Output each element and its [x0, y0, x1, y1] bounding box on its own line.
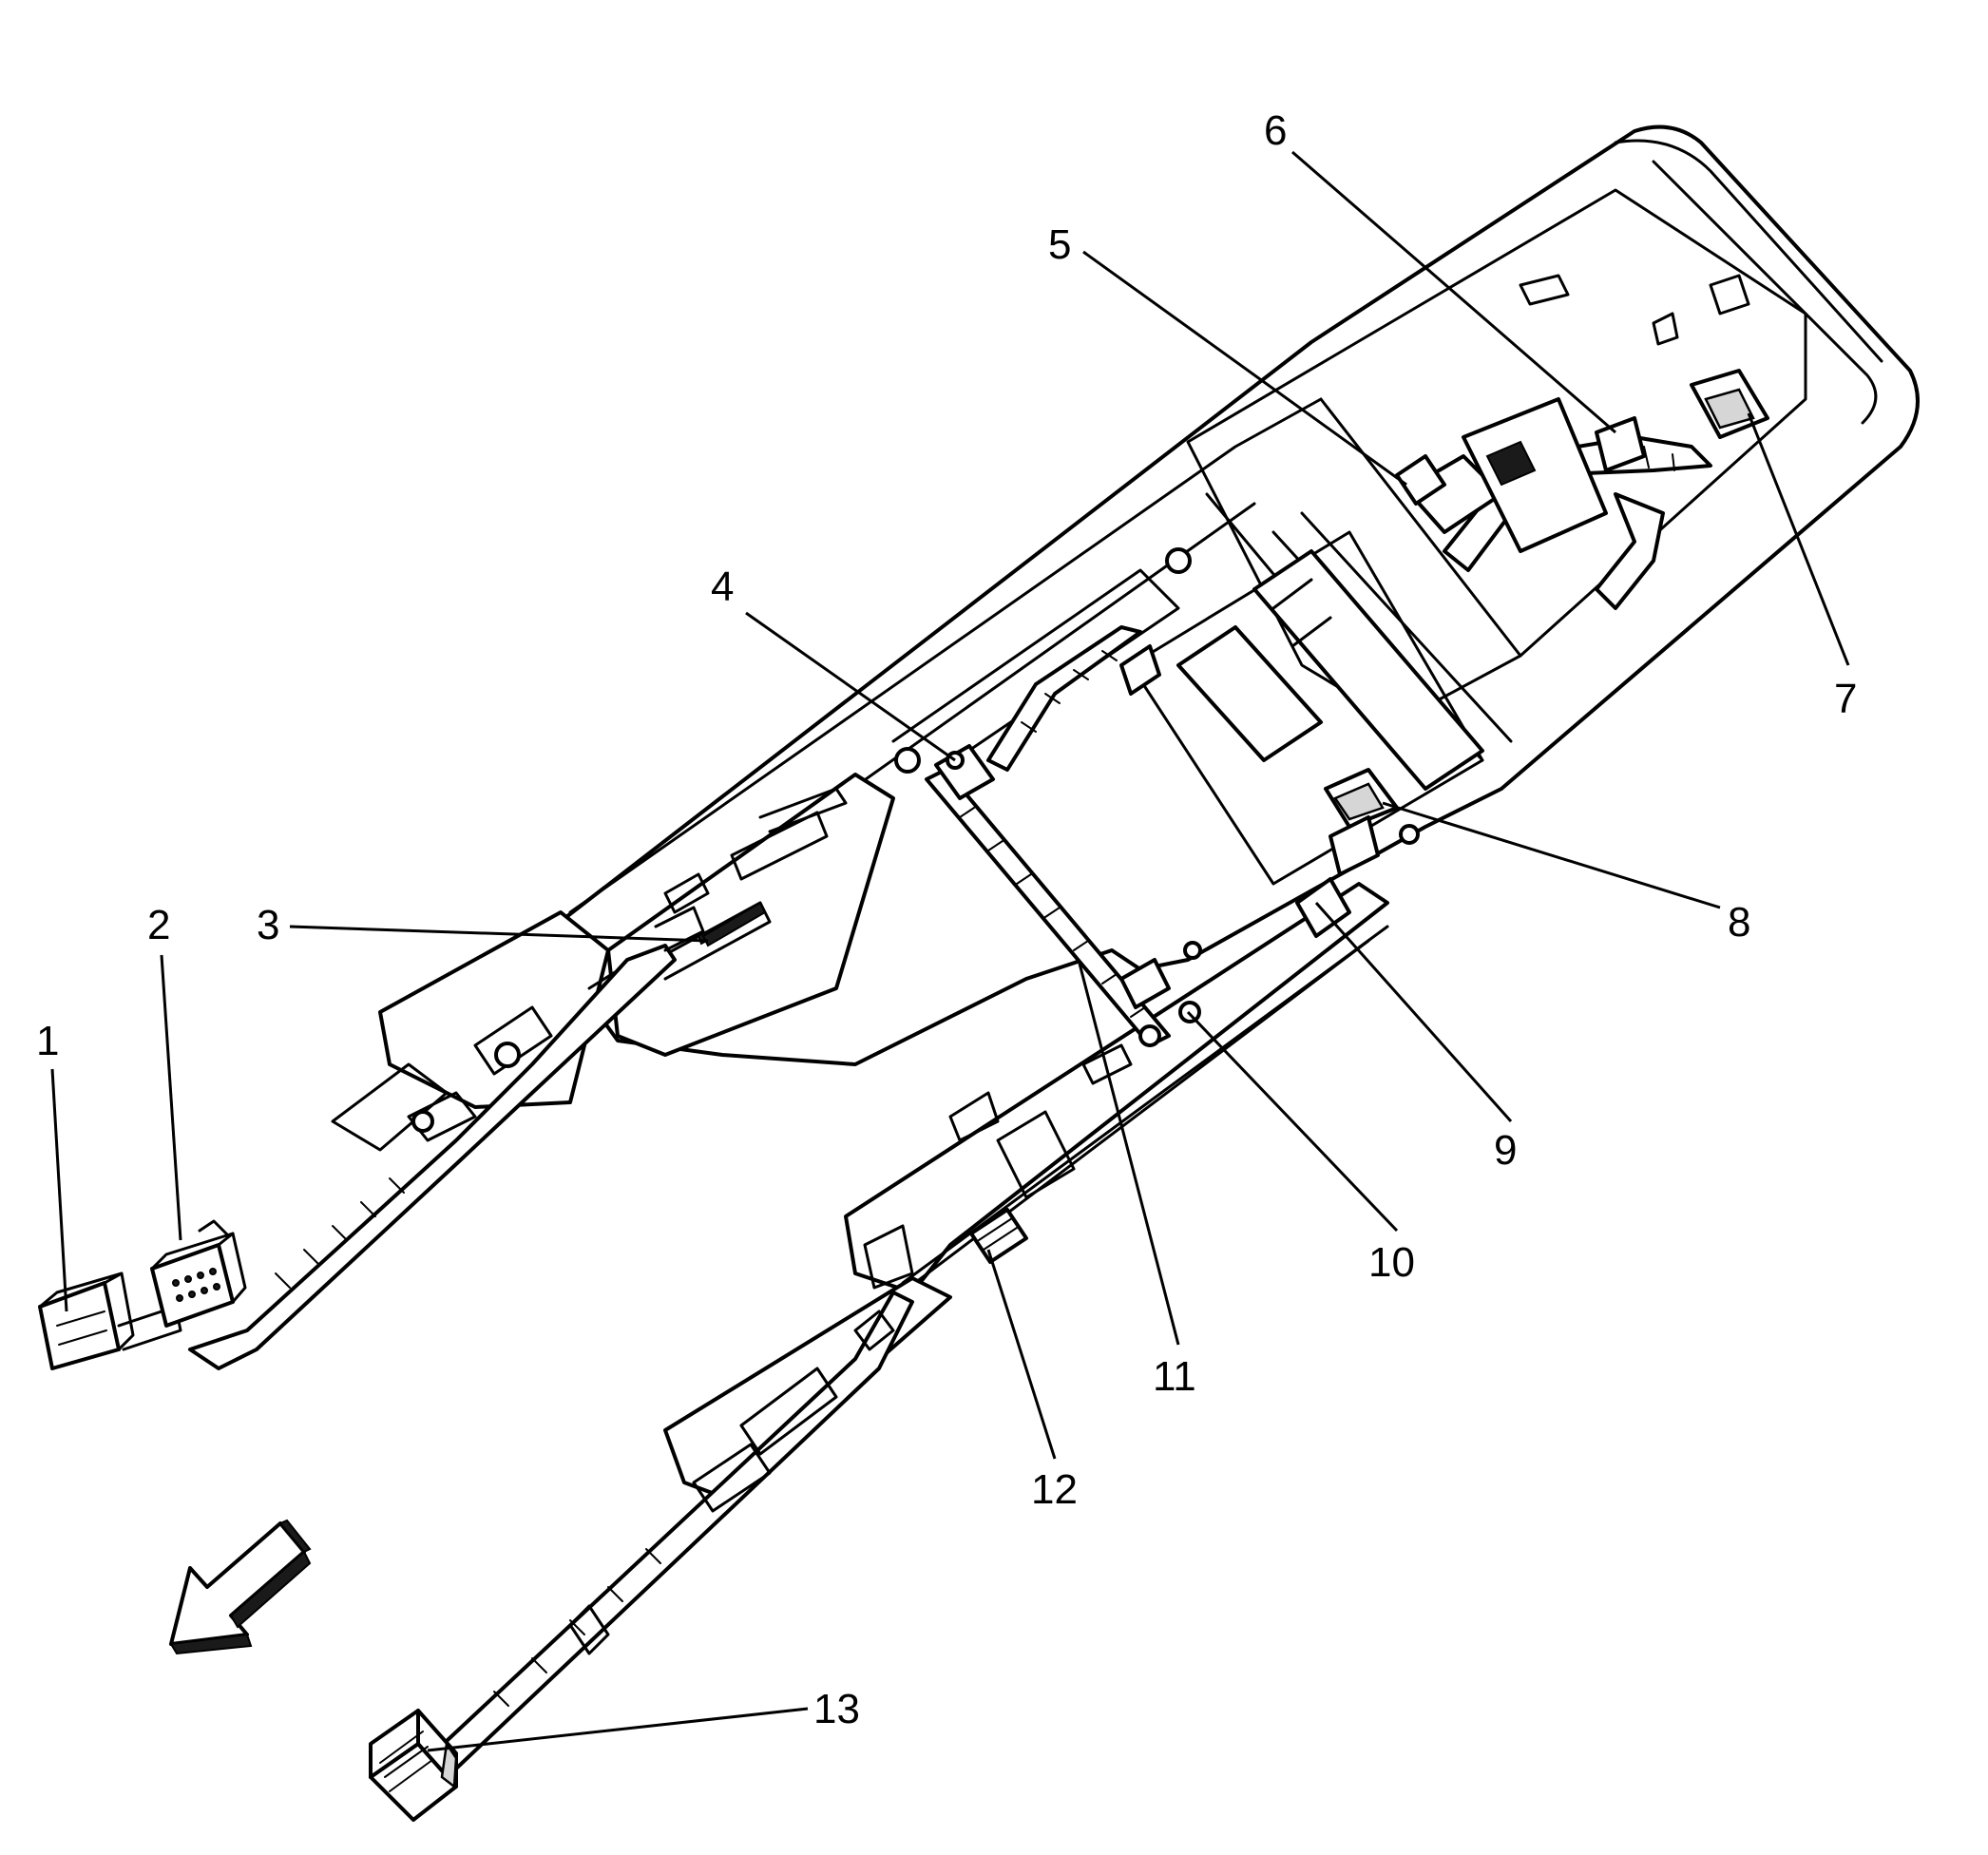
- callout-4: 4: [711, 564, 734, 610]
- arrow-down-left-icon: [169, 1519, 312, 1655]
- callout-2: 2: [147, 902, 170, 948]
- leader-6: [1291, 150, 1616, 434]
- callout-5: 5: [1048, 221, 1071, 268]
- callout-3: 3: [257, 902, 279, 948]
- callout-11: 11: [1153, 1353, 1196, 1400]
- leader-5: [1082, 250, 1407, 487]
- callout-13: 13: [813, 1686, 860, 1732]
- component-12: [969, 1208, 1028, 1264]
- callout-labels: 1 2 3 4 5 6 7 8 9 10 11 12 13: [36, 107, 1857, 1732]
- leader-2: [160, 954, 182, 1241]
- leader-3: [289, 925, 709, 943]
- leader-8: [1382, 801, 1721, 909]
- leader-10: [1186, 1010, 1399, 1233]
- leader-11: [1077, 959, 1180, 1346]
- callout-7: 7: [1834, 676, 1857, 722]
- left-harness-run: [188, 944, 677, 1370]
- callout-9: 9: [1494, 1127, 1517, 1174]
- callout-8: 8: [1728, 899, 1750, 946]
- callout-6: 6: [1264, 107, 1287, 154]
- leader-lines: [50, 150, 1850, 1752]
- connector-13: [369, 1709, 458, 1822]
- leader-12: [986, 1249, 1057, 1460]
- leader-7: [1747, 412, 1850, 666]
- leader-1: [50, 1068, 68, 1312]
- cross-harness: [894, 744, 1202, 1047]
- callout-12: 12: [1031, 1466, 1078, 1513]
- connector-1: [38, 1272, 182, 1370]
- leader-4: [745, 611, 956, 762]
- connector-2: [150, 1219, 247, 1328]
- upper-harness: [986, 274, 1769, 791]
- leader-13: [427, 1707, 809, 1752]
- component-9: [1295, 815, 1420, 938]
- leader-9: [1314, 902, 1513, 1122]
- callout-10: 10: [1368, 1239, 1415, 1286]
- callout-1: 1: [36, 1018, 59, 1064]
